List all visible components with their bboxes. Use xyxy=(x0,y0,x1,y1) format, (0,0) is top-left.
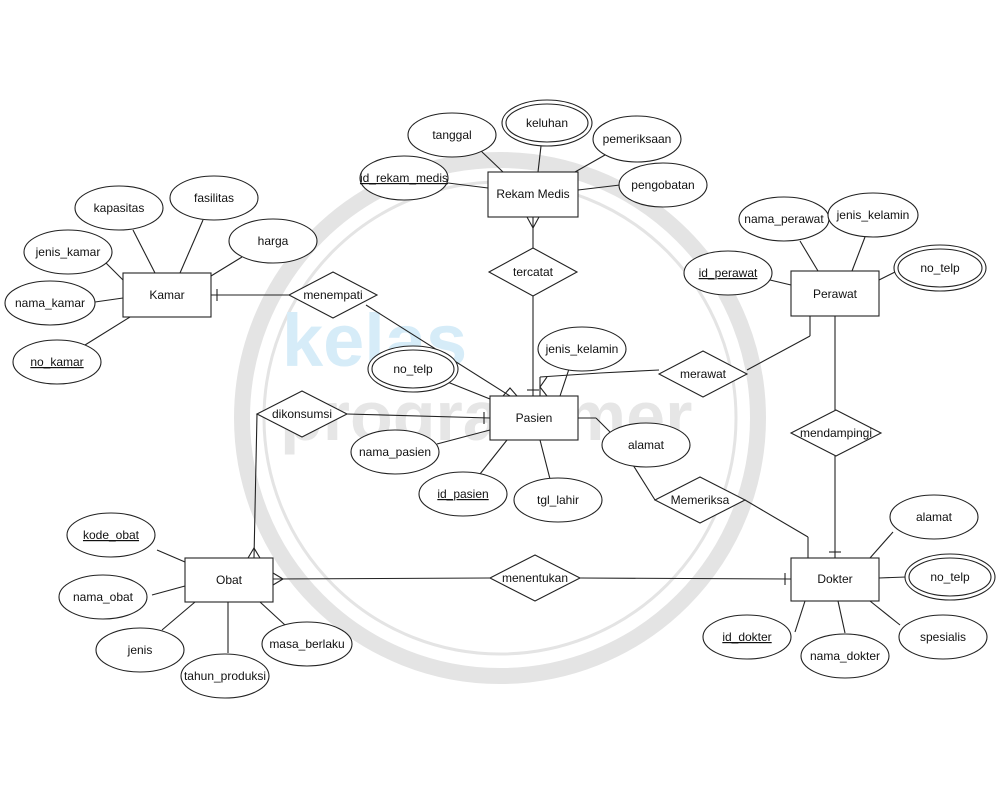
svg-text:masa_berlaku: masa_berlaku xyxy=(269,637,344,651)
attribute-nama-dokter[interactable]: nama_dokter xyxy=(800,633,890,679)
attribute-kode-obat[interactable]: kode_obat xyxy=(66,512,156,558)
entity-dokter-label: Dokter xyxy=(817,572,852,586)
svg-text:no_telp: no_telp xyxy=(930,570,970,584)
svg-text:pemeriksaan: pemeriksaan xyxy=(603,132,672,146)
relationship-menentukan-label: menentukan xyxy=(502,571,568,585)
attribute-id-perawat[interactable]: id_perawat xyxy=(683,250,773,296)
svg-text:id_rekam_medis: id_rekam_medis xyxy=(360,171,448,185)
relationship-mendampingi[interactable]: mendampingi xyxy=(789,409,883,457)
svg-text:id_perawat: id_perawat xyxy=(699,266,758,280)
relationship-dikonsumsi-label: dikonsumsi xyxy=(272,407,332,421)
attribute-tanggal[interactable]: tanggal xyxy=(407,112,497,158)
svg-text:nama_dokter: nama_dokter xyxy=(810,649,880,663)
svg-text:kapasitas: kapasitas xyxy=(94,201,145,215)
svg-text:nama_pasien: nama_pasien xyxy=(359,445,431,459)
relationship-merawat-label: merawat xyxy=(680,367,727,381)
attribute-nama-pasien[interactable]: nama_pasien xyxy=(350,429,440,475)
relationship-tercatat[interactable]: tercatat xyxy=(487,247,579,297)
attribute-masa-berlaku[interactable]: masa_berlaku xyxy=(261,621,353,667)
attribute-no-telp-dokter[interactable]: no_telp xyxy=(904,553,996,601)
svg-text:pengobatan: pengobatan xyxy=(631,178,694,192)
attribute-jenis-kelamin-perawat[interactable]: jenis_kelamin xyxy=(827,192,919,238)
svg-text:alamat: alamat xyxy=(916,510,953,524)
entity-rekam-medis[interactable]: Rekam Medis xyxy=(487,171,579,218)
relationship-menentukan[interactable]: menentukan xyxy=(488,554,582,602)
relationship-merawat[interactable]: merawat xyxy=(657,350,749,398)
svg-text:jenis_kelamin: jenis_kelamin xyxy=(545,342,619,356)
attribute-id-pasien[interactable]: id_pasien xyxy=(418,471,508,517)
connectors xyxy=(84,145,907,653)
svg-text:id_dokter: id_dokter xyxy=(722,630,771,644)
entity-perawat-label: Perawat xyxy=(813,287,858,301)
svg-text:no_telp: no_telp xyxy=(920,261,960,275)
crowfoot-obat-menentukan xyxy=(272,572,285,586)
entity-pasien[interactable]: Pasien xyxy=(489,395,579,441)
attribute-keluhan[interactable]: keluhan xyxy=(501,99,593,147)
entity-obat[interactable]: Obat xyxy=(184,557,274,603)
crowfoot-rekam-medis xyxy=(526,216,540,230)
crowfoot-obat-dikonsumsi xyxy=(247,546,261,559)
svg-text:harga: harga xyxy=(258,234,289,248)
attribute-pengobatan[interactable]: pengobatan xyxy=(618,162,708,208)
svg-text:alamat: alamat xyxy=(628,438,665,452)
relationship-menempati[interactable]: menempati xyxy=(287,271,379,319)
attribute-nama-perawat[interactable]: nama_perawat xyxy=(738,196,830,242)
attribute-alamat-dokter[interactable]: alamat xyxy=(889,494,979,540)
attribute-jenis-kelamin-pasien[interactable]: jenis_kelamin xyxy=(537,326,627,372)
relationship-mendampingi-label: mendampingi xyxy=(800,426,872,440)
entity-obat-label: Obat xyxy=(216,573,243,587)
attribute-spesialis[interactable]: spesialis xyxy=(898,614,988,660)
svg-text:no_telp: no_telp xyxy=(393,362,433,376)
attribute-id-rekam-medis[interactable]: id_rekam_medis xyxy=(359,155,449,201)
attribute-pemeriksaan[interactable]: pemeriksaan xyxy=(592,115,682,163)
svg-text:jenis: jenis xyxy=(127,643,153,657)
attribute-tgl-lahir[interactable]: tgl_lahir xyxy=(513,477,603,523)
relationship-memeriksa[interactable]: Memeriksa xyxy=(653,476,747,524)
attribute-jenis[interactable]: jenis xyxy=(95,627,185,673)
attribute-tahun-produksi[interactable]: tahun_produksi xyxy=(180,653,270,699)
svg-text:kode_obat: kode_obat xyxy=(83,528,140,542)
entity-pasien-label: Pasien xyxy=(516,411,553,425)
attribute-harga[interactable]: harga xyxy=(228,218,318,264)
svg-text:jenis_kelamin: jenis_kelamin xyxy=(836,208,910,222)
entity-dokter[interactable]: Dokter xyxy=(790,557,880,602)
svg-text:id_pasien: id_pasien xyxy=(437,487,488,501)
svg-text:fasilitas: fasilitas xyxy=(194,191,234,205)
svg-text:nama_perawat: nama_perawat xyxy=(744,212,824,226)
svg-text:nama_kamar: nama_kamar xyxy=(15,296,85,310)
svg-text:tanggal: tanggal xyxy=(432,128,471,142)
attribute-nama-obat[interactable]: nama_obat xyxy=(58,574,148,620)
relationship-tercatat-label: tercatat xyxy=(513,265,554,279)
attribute-nama-kamar[interactable]: nama_kamar xyxy=(4,280,96,326)
attribute-no-telp-pasien[interactable]: no_telp xyxy=(367,345,459,393)
relationship-dikonsumsi[interactable]: dikonsumsi xyxy=(255,390,349,438)
attribute-kapasitas[interactable]: kapasitas xyxy=(74,185,164,231)
crowfoot-pasien-merawat xyxy=(539,376,548,397)
entity-kamar-label: Kamar xyxy=(149,288,184,302)
attribute-no-telp-perawat[interactable]: no_telp xyxy=(893,244,987,292)
svg-text:jenis_kamar: jenis_kamar xyxy=(35,245,101,259)
watermark-ring-outer xyxy=(234,152,766,684)
attribute-alamat-pasien[interactable]: alamat xyxy=(601,422,691,468)
svg-text:tahun_produksi: tahun_produksi xyxy=(184,669,266,683)
relationship-memeriksa-label: Memeriksa xyxy=(671,493,730,507)
svg-text:keluhan: keluhan xyxy=(526,116,568,130)
attribute-fasilitas[interactable]: fasilitas xyxy=(169,175,259,221)
entity-rekam-medis-label: Rekam Medis xyxy=(496,187,569,201)
svg-text:no_kamar: no_kamar xyxy=(30,355,83,369)
attribute-jenis-kamar[interactable]: jenis_kamar xyxy=(23,229,113,275)
attribute-id-dokter[interactable]: id_dokter xyxy=(702,614,792,660)
svg-text:spesialis: spesialis xyxy=(920,630,966,644)
entity-perawat[interactable]: Perawat xyxy=(790,270,880,317)
relationship-menempati-label: menempati xyxy=(303,288,362,302)
svg-text:tgl_lahir: tgl_lahir xyxy=(537,493,579,507)
svg-text:nama_obat: nama_obat xyxy=(73,590,134,604)
attribute-no-kamar[interactable]: no_kamar xyxy=(12,339,102,385)
crowfoot-pasien-menempati xyxy=(502,387,518,397)
entity-kamar[interactable]: Kamar xyxy=(122,272,212,318)
